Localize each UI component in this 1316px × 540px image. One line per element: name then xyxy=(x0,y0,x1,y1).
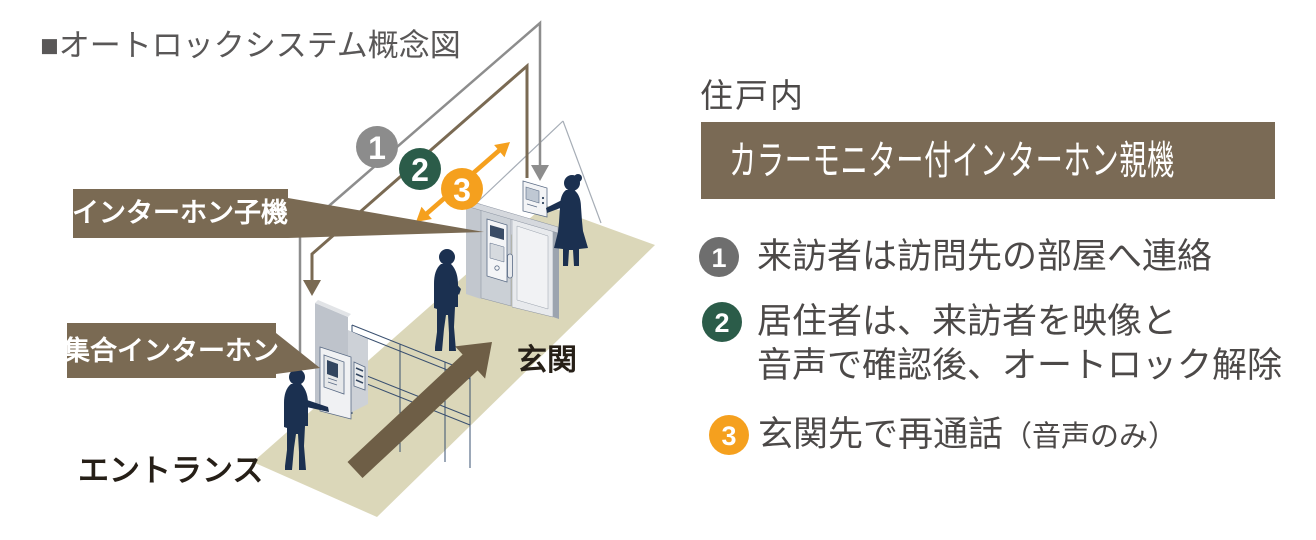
diagram-title: ■オートロックシステム概念図 xyxy=(40,28,461,63)
dwelling-wall-lines xyxy=(466,120,602,224)
door-handset-unit xyxy=(486,218,508,283)
list-step-1-text: 来訪者は訪問先の部屋へ連絡 xyxy=(757,237,1213,276)
front-door-text: 玄関 xyxy=(517,343,577,377)
list-step-3-suffix: （音声のみ） xyxy=(1003,421,1178,453)
svg-text:2: 2 xyxy=(411,152,429,188)
visitor-at-entrance xyxy=(284,369,329,470)
autolock-concept-diagram: インターホン子機 集合インターホン エントランス 玄関 1 2 3 ■オートロッ… xyxy=(40,20,655,517)
resident-at-master-unit xyxy=(546,174,588,266)
label-entrance-intercom: 集合インターホン xyxy=(62,323,320,378)
list-step-2-badge: 2 xyxy=(702,302,742,342)
connection-line-call xyxy=(298,20,549,430)
device-label-text: カラーモニター付インターホン親機 xyxy=(729,138,1176,183)
list-step-2-text: 居住者は、来訪者を映像と 音声で確認後、オートロック解除 xyxy=(757,302,1283,385)
svg-text:3: 3 xyxy=(721,421,736,451)
list-step-1-badge: 1 xyxy=(699,237,739,277)
svg-text:1: 1 xyxy=(368,130,386,166)
svg-text:2: 2 xyxy=(714,308,729,338)
label-entrance-intercom-text: 集合インターホン xyxy=(62,335,279,366)
device-label-box: カラーモニター付インターホン親機 xyxy=(701,122,1275,199)
list-step-3-text: 玄関先で再通話（音声のみ） xyxy=(758,415,1178,454)
label-handset-text: インターホン子機 xyxy=(72,198,288,228)
entrance-intercom-kiosk xyxy=(315,300,368,420)
step-marker-3: 3 xyxy=(441,168,483,210)
svg-text:3: 3 xyxy=(453,172,471,208)
list-step-3-badge: 3 xyxy=(709,415,749,455)
step-marker-1: 1 xyxy=(356,126,398,168)
walk-direction-arrow xyxy=(347,342,492,478)
svg-text:1: 1 xyxy=(711,243,726,273)
step-marker-2: 2 xyxy=(399,148,441,190)
location-label: 住戸内 xyxy=(700,79,805,115)
entrance-text: エントランス xyxy=(78,453,263,488)
unlock-arrowhead xyxy=(303,280,321,296)
call-arrowhead xyxy=(531,165,549,181)
label-handset: インターホン子機 xyxy=(72,189,484,238)
door-handle xyxy=(507,253,513,279)
entrance-intercom-screen xyxy=(327,360,338,378)
visitor-at-door xyxy=(434,249,461,351)
master-intercom-unit xyxy=(522,180,548,218)
